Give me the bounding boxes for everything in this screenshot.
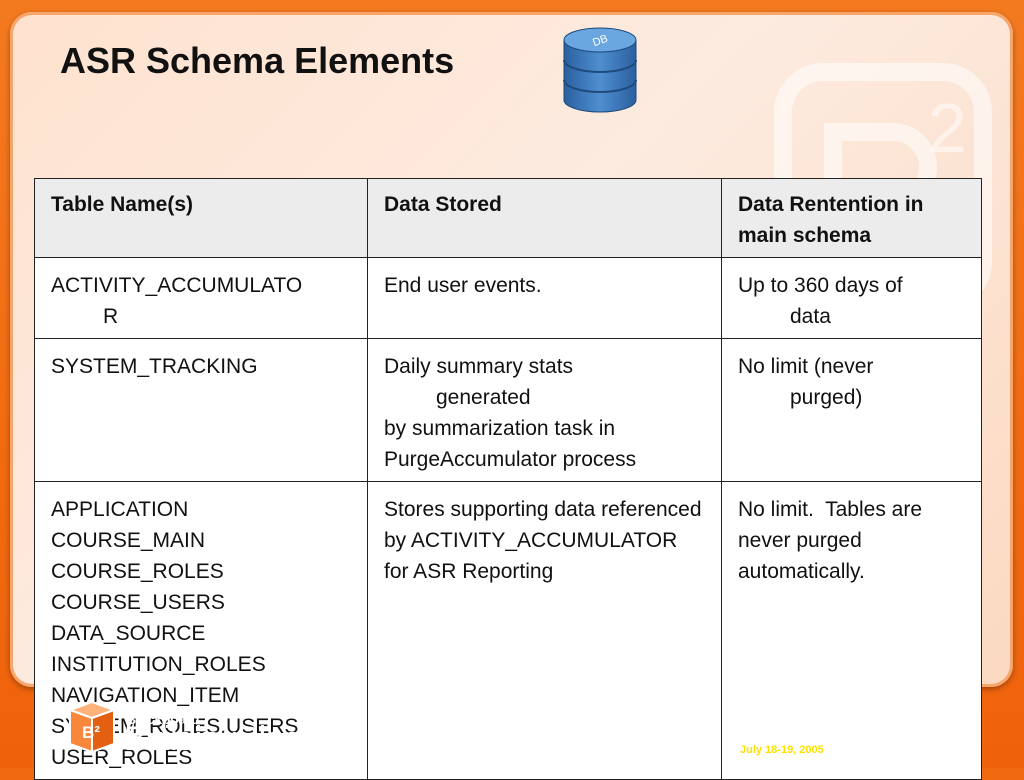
cell-retention: Up to 360 days of data (721, 257, 982, 339)
cell-text-continued: generated (436, 386, 531, 409)
cell-data-stored: Daily summary stats generated by summari… (367, 338, 722, 482)
cell-data-stored: Stores supporting data referenced by ACT… (367, 481, 722, 780)
logo-brand-small: Blackboard (126, 711, 200, 727)
conference-date: July 18-19, 2005 (740, 744, 824, 756)
conference-name: Developer Conference (738, 722, 924, 742)
cell-text: Daily summary stats (384, 355, 574, 378)
cell-table-name: ACTIVITY_ACCUMULATO R (34, 257, 368, 339)
database-icon-label: DB (591, 33, 609, 50)
table-row: ACTIVITY_ACCUMULATO R End user events. U… (34, 257, 982, 339)
svg-text:2: 2 (928, 89, 967, 167)
column-header-data-stored: Data Stored (367, 178, 722, 258)
column-header-table-name: Table Name(s) (34, 178, 368, 258)
table-row: SYSTEM_TRACKING Daily summary stats gene… (34, 338, 982, 482)
conference-location: - Georgetown University (823, 744, 945, 756)
cell-text-continued: purged) (790, 386, 863, 409)
cell-text: No limit (never (738, 355, 874, 378)
cell-text: End user events. (384, 274, 542, 297)
cell-text: Up to 360 days of (738, 274, 903, 297)
cell-text-extra: by summarization task in PurgeAccumulato… (384, 417, 637, 471)
b2-cube-icon: B² (67, 700, 117, 754)
cell-table-name: SYSTEM_TRACKING (34, 338, 368, 482)
page-title: ASR Schema Elements (60, 40, 455, 81)
conference-date-line: July 18-19, 2005 - Georgetown University (740, 744, 945, 756)
database-icon: DB (563, 27, 637, 113)
cell-text: No limit. Tables are never purged automa… (738, 498, 928, 583)
cell-text-continued: data (790, 305, 831, 328)
cell-text: Stores supporting data referenced by ACT… (384, 498, 708, 583)
cell-retention: No limit. Tables are never purged automa… (721, 481, 982, 780)
b2-badge-text: B² (82, 723, 100, 742)
table-header-row: Table Name(s) Data Stored Data Rententio… (34, 178, 982, 258)
cell-table-name: APPLICATION COURSE_MAIN COURSE_ROLES COU… (34, 481, 368, 780)
cell-text-continued: R (103, 305, 119, 328)
logo-brand-large: BuildingBlocks (124, 720, 332, 758)
schema-table: Table Name(s) Data Stored Data Rententio… (34, 178, 982, 780)
table-row: APPLICATION COURSE_MAIN COURSE_ROLES COU… (34, 481, 982, 780)
cell-text: ACTIVITY_ACCUMULATO (51, 274, 303, 297)
cell-data-stored: End user events. (367, 257, 722, 339)
cell-text: SYSTEM_TRACKING (51, 355, 258, 378)
cell-retention: No limit (never purged) (721, 338, 982, 482)
column-header-retention: Data Rentention in main schema (721, 178, 982, 258)
